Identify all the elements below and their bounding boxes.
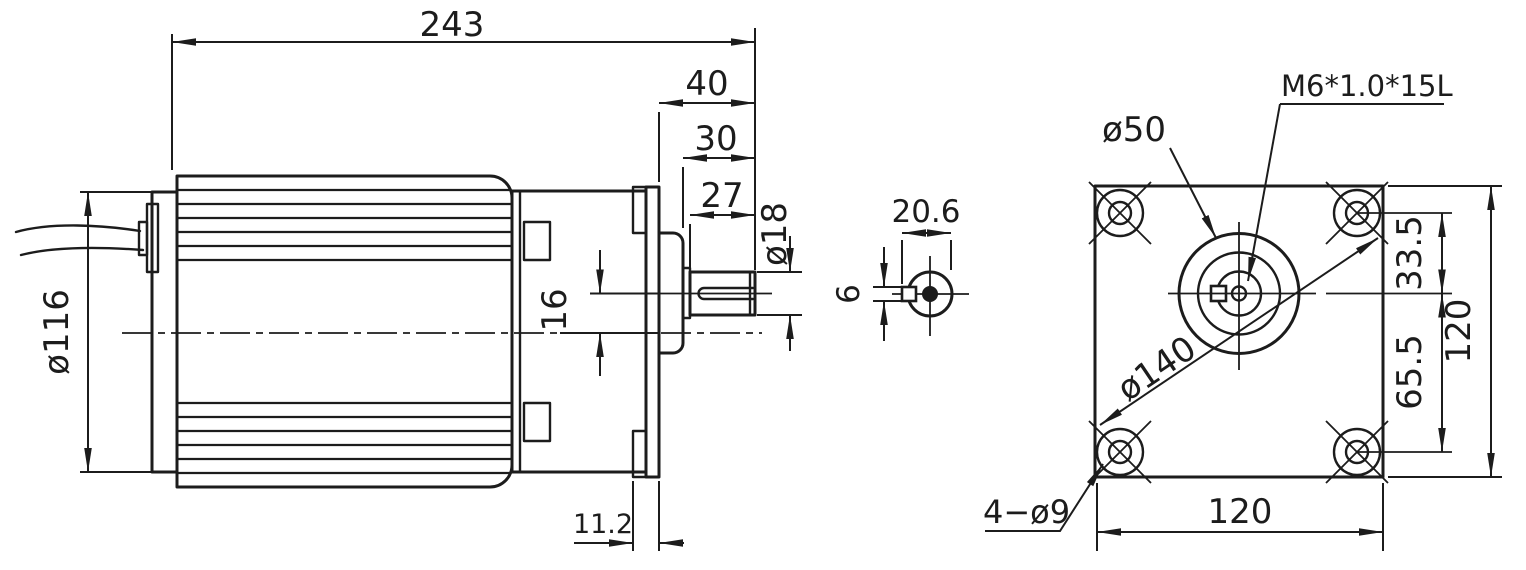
motor-rear-cap bbox=[150, 190, 179, 474]
label-tapped-hole: M6*1.0*15L bbox=[1247, 69, 1453, 282]
dim-40-label: 40 bbox=[685, 64, 728, 104]
dim-lower-hole-offset: 65.5 bbox=[1390, 293, 1446, 452]
flange-view: ø140 ø50 M6*1.0*15L 33.5 65.5 120 120 bbox=[983, 69, 1502, 551]
label-o50: ø50 bbox=[1102, 110, 1166, 150]
shaft-section-view: 20.6 6 bbox=[831, 194, 969, 341]
mounting-hole-bottom-left bbox=[1088, 420, 1152, 484]
dim-upper-hole-offset: 33.5 bbox=[1390, 213, 1446, 294]
label-pilot-diameter: ø50 bbox=[1102, 110, 1217, 239]
tie-bolt-bottom bbox=[522, 401, 552, 443]
dim-shaft-length: 27 bbox=[689, 176, 755, 267]
flange-square bbox=[1093, 184, 1385, 479]
dim-20-6-label: 20.6 bbox=[891, 194, 960, 230]
label-m6-thread: M6*1.0*15L bbox=[1281, 69, 1453, 103]
shaft-center-dot bbox=[922, 286, 938, 302]
dim-243-label: 243 bbox=[420, 5, 485, 45]
dim-width-across-key: 20.6 bbox=[891, 194, 961, 284]
dim-o140-label: ø140 bbox=[1110, 328, 1203, 409]
dim-33-5-label: 33.5 bbox=[1390, 215, 1430, 291]
dim-shaft-offset: 16 bbox=[535, 250, 658, 376]
dim-key-width: 6 bbox=[831, 247, 903, 341]
label-4-o9: 4−ø9 bbox=[983, 493, 1070, 531]
dim-motor-diameter: ø116 bbox=[37, 191, 160, 473]
pilot-boss bbox=[657, 231, 685, 355]
side-view: 243 40 30 27 ø18 16 bbox=[14, 5, 802, 551]
tie-bolt-top bbox=[522, 220, 552, 262]
label-mounting-holes: 4−ø9 bbox=[983, 463, 1104, 532]
dim-flange-height: 120 bbox=[1388, 185, 1502, 478]
mounting-hole-top-left bbox=[1088, 181, 1152, 245]
dim-6-label: 6 bbox=[831, 284, 867, 304]
cooling-fins bbox=[177, 188, 512, 475]
flange-corner-tab-top bbox=[631, 185, 648, 235]
dim-120-vertical-label: 120 bbox=[1439, 299, 1479, 364]
power-cable bbox=[14, 224, 145, 257]
key-square bbox=[900, 285, 918, 303]
dim-o116-label: ø116 bbox=[37, 289, 77, 375]
dim-o18-label: ø18 bbox=[755, 202, 795, 266]
dim-65-5-label: 65.5 bbox=[1390, 334, 1430, 410]
motor-body bbox=[175, 174, 514, 489]
hole-center-extension-lines bbox=[1357, 212, 1452, 453]
dim-overall-length: 243 bbox=[171, 5, 756, 270]
gearbox-housing bbox=[510, 189, 648, 474]
dim-shaft-diameter: ø18 bbox=[755, 202, 802, 351]
dim-flange-width: 120 bbox=[1096, 483, 1384, 551]
dim-flange-to-tip: 40 bbox=[658, 64, 755, 182]
dim-27-label: 27 bbox=[700, 176, 743, 216]
dim-30-label: 30 bbox=[694, 119, 737, 159]
dim-11-2-label: 11.2 bbox=[573, 509, 633, 540]
dim-boss-to-tip: 30 bbox=[682, 119, 755, 228]
dim-flange-thickness: 11.2 bbox=[573, 481, 684, 551]
flange-corner-tab-bottom bbox=[631, 429, 648, 479]
dim-16-label: 16 bbox=[535, 288, 575, 331]
dim-120-horizontal-label: 120 bbox=[1208, 492, 1273, 532]
